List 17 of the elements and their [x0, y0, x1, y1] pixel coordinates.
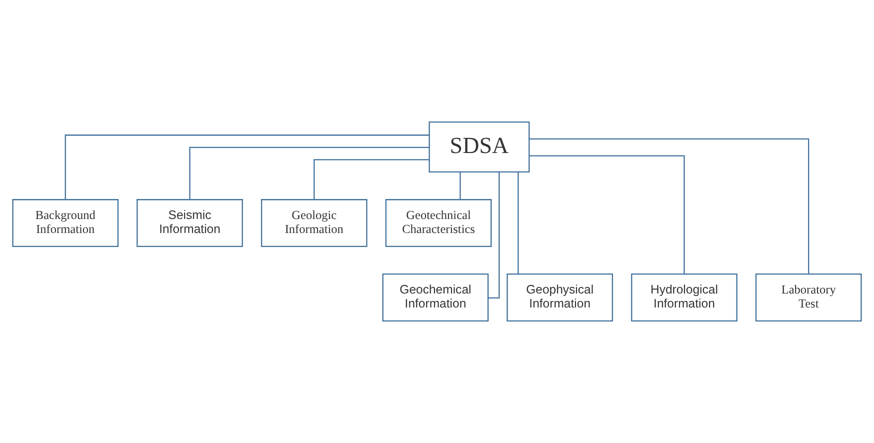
- node-box: Hydrological Information: [631, 274, 738, 322]
- node-box: Laboratory Test: [755, 274, 862, 322]
- node-box: Seismic Information: [136, 199, 243, 248]
- node-box: SDSA: [428, 122, 530, 173]
- node-box: Geophysical Information: [506, 274, 614, 322]
- node-box: Background Information: [12, 199, 119, 248]
- connector: [64, 134, 430, 200]
- node-box: Geologic Information: [260, 199, 368, 248]
- connector: [529, 155, 685, 274]
- connector: [518, 172, 519, 274]
- connector: [189, 146, 430, 200]
- connector: [529, 138, 810, 274]
- node-box: Geotechnical Characteristics: [385, 199, 492, 248]
- connector: [460, 172, 461, 200]
- connector: [488, 172, 500, 298]
- connector: [314, 159, 430, 200]
- node-box: Geochemical Information: [382, 274, 489, 322]
